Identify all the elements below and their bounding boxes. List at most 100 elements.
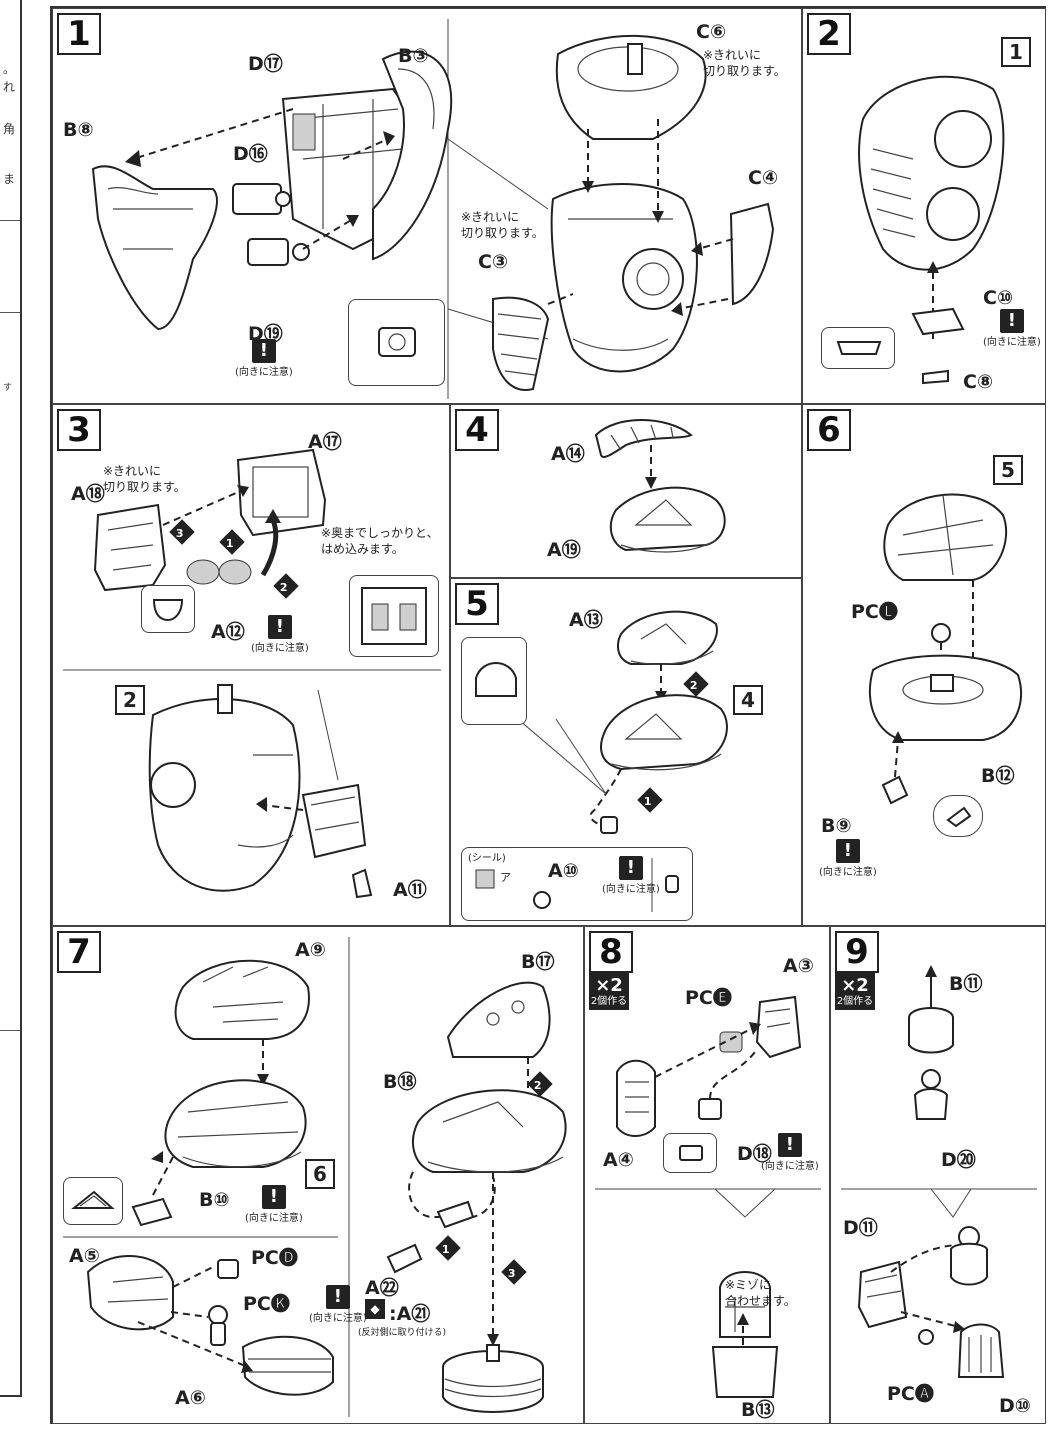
step-7-illustration [63, 937, 567, 1417]
orientation-warning: ! (向きに注意) [251, 615, 309, 654]
warning-icon: ! [325, 1285, 350, 1309]
groove-note: ※ミゾに 合わせます。 [725, 1278, 796, 1308]
margin-divider [0, 220, 20, 221]
mirror-note: (反対側に取り付ける) [358, 1328, 447, 1338]
part-label: D⑯ [233, 143, 268, 165]
part-label: D⑳ [941, 1149, 976, 1171]
part-label: D⑪ [843, 1217, 878, 1239]
part-label: A⑬ [569, 609, 603, 631]
multiplier-badge: ×2 2個作る [589, 973, 629, 1010]
margin-text: れ [3, 80, 16, 94]
part-label: D⑩ [999, 1395, 1031, 1417]
detail-inset [349, 575, 439, 657]
warning-icon: ! [251, 339, 276, 363]
part-label: A⑩ [548, 860, 579, 882]
warning-text: (向きに注意) [602, 884, 660, 895]
warning-text: (向きに注意) [245, 1213, 303, 1224]
step-3-illustration [63, 448, 441, 899]
step-1-panel: 1 [52, 8, 802, 404]
detail-inset [141, 585, 195, 633]
inset-illustration [152, 599, 184, 622]
step-3-panel: 3 A⑰ A⑱ A⑫ A⑪ ※きれいに 切り取 [52, 404, 450, 926]
step-1-illustration [91, 19, 775, 399]
part-label: B⑨ [821, 815, 852, 837]
part-label: PC🅔 [685, 987, 732, 1009]
multiplier-text: 2個作る [836, 996, 874, 1007]
warning-icon: ! [261, 1185, 286, 1209]
step-8-panel: 8 ×2 2個作る A③ PC🅔 A④ D⑱ ! [584, 926, 830, 1424]
inset-illustration [679, 1145, 703, 1161]
warning-text: (向きに注意) [309, 1313, 367, 1324]
step-number: 3 [57, 409, 101, 451]
cut-note: ※きれいに 切り取ります。 [103, 464, 186, 494]
part-label: B⑰ [521, 951, 555, 973]
warning-text: (向きに注意) [235, 367, 293, 378]
warning-icon: ! [999, 309, 1024, 333]
detail-inset [63, 1177, 123, 1225]
step-reference: 5 [993, 455, 1023, 485]
detail-inset [461, 637, 527, 725]
part-label: B⑱ [383, 1071, 417, 1093]
part-label: C⑩ [983, 287, 1014, 309]
part-label: B⑧ [63, 119, 94, 141]
margin-divider [0, 1030, 20, 1031]
part-label: C⑥ [696, 21, 727, 43]
sticker-illustration [475, 858, 679, 912]
part-label: :A㉑ [389, 1303, 431, 1325]
part-label: C③ [478, 251, 509, 273]
orientation-warning: ! (向きに注意) [309, 1285, 367, 1324]
part-label: PC🅚 [243, 1293, 290, 1315]
warning-text: (向きに注意) [983, 337, 1041, 348]
warning-icon: ! [618, 856, 643, 880]
step-reference: 2 [115, 685, 145, 715]
step-7-panel: 7 [52, 926, 584, 1424]
warning-icon: ! [777, 1133, 802, 1157]
inset-illustration [946, 806, 972, 828]
margin-text: 角 [3, 122, 16, 136]
margin-text: す [3, 383, 13, 393]
multiplier-badge: ×2 2個作る [835, 973, 875, 1010]
part-label: PC🅐 [887, 1383, 934, 1405]
part-label: A⑪ [393, 879, 427, 901]
sticker-label: (シール) [468, 853, 506, 864]
part-label: C④ [748, 167, 779, 189]
part-label: A⑤ [69, 1245, 100, 1267]
step-reference: 6 [305, 1159, 335, 1189]
step-2-panel: 2 1 C⑩ ! (向きに注意) C⑧ [802, 8, 1046, 404]
warning-text: (向きに注意) [251, 643, 309, 654]
part-label: A㉒ [365, 1277, 399, 1299]
step-4-illustration [594, 419, 726, 553]
part-label: B③ [398, 45, 429, 67]
step-8-illustration [595, 995, 821, 1398]
orientation-warning: ! (向きに注意) [819, 839, 877, 878]
step-2-illustration [858, 75, 1005, 385]
sticker-mark: ア [500, 871, 511, 884]
warning-icon: ! [267, 615, 292, 639]
cut-note: ※きれいに 切り取ります。 [461, 210, 544, 240]
margin-text: ま [3, 172, 16, 186]
multiplier-text: 2個作る [590, 996, 628, 1007]
part-label: A⑭ [551, 443, 585, 465]
detail-inset [663, 1133, 717, 1173]
orientation-warning: ! (向きに注意) [245, 1185, 303, 1224]
step-6-panel: 6 5 PC🅛 B⑫ B⑨ ! (向きに注意) [802, 404, 1046, 926]
margin-text: 。 [3, 62, 16, 76]
part-label: D⑰ [248, 53, 283, 75]
orientation-warning: ! (向きに注意) [602, 856, 660, 895]
part-label: D⑱ [737, 1143, 772, 1165]
mirror-icon: ◆ [365, 1299, 385, 1319]
inset-illustration [378, 327, 416, 357]
orientation-warning: ! (向きに注意) [235, 339, 293, 378]
step-5-illustration [505, 610, 728, 834]
step-number: 2 [807, 13, 851, 55]
cut-note: ※きれいに 切り取ります。 [703, 48, 786, 78]
inset-illustration [836, 341, 882, 355]
multiplier: ×2 [595, 975, 623, 996]
detail-inset [821, 327, 895, 369]
detail-inset [348, 299, 445, 386]
part-label: A⑲ [547, 539, 581, 561]
step-4-panel: 4 A⑭ A⑲ [450, 404, 802, 578]
step-number: 4 [455, 409, 499, 451]
step-5-panel: 5 A⑬ 4 2 1 (シール) ア A⑩ ! ( [450, 578, 802, 926]
step-9-panel: 9 ×2 2個作る B⑪ D⑳ D⑪ PC🅐 [830, 926, 1046, 1424]
